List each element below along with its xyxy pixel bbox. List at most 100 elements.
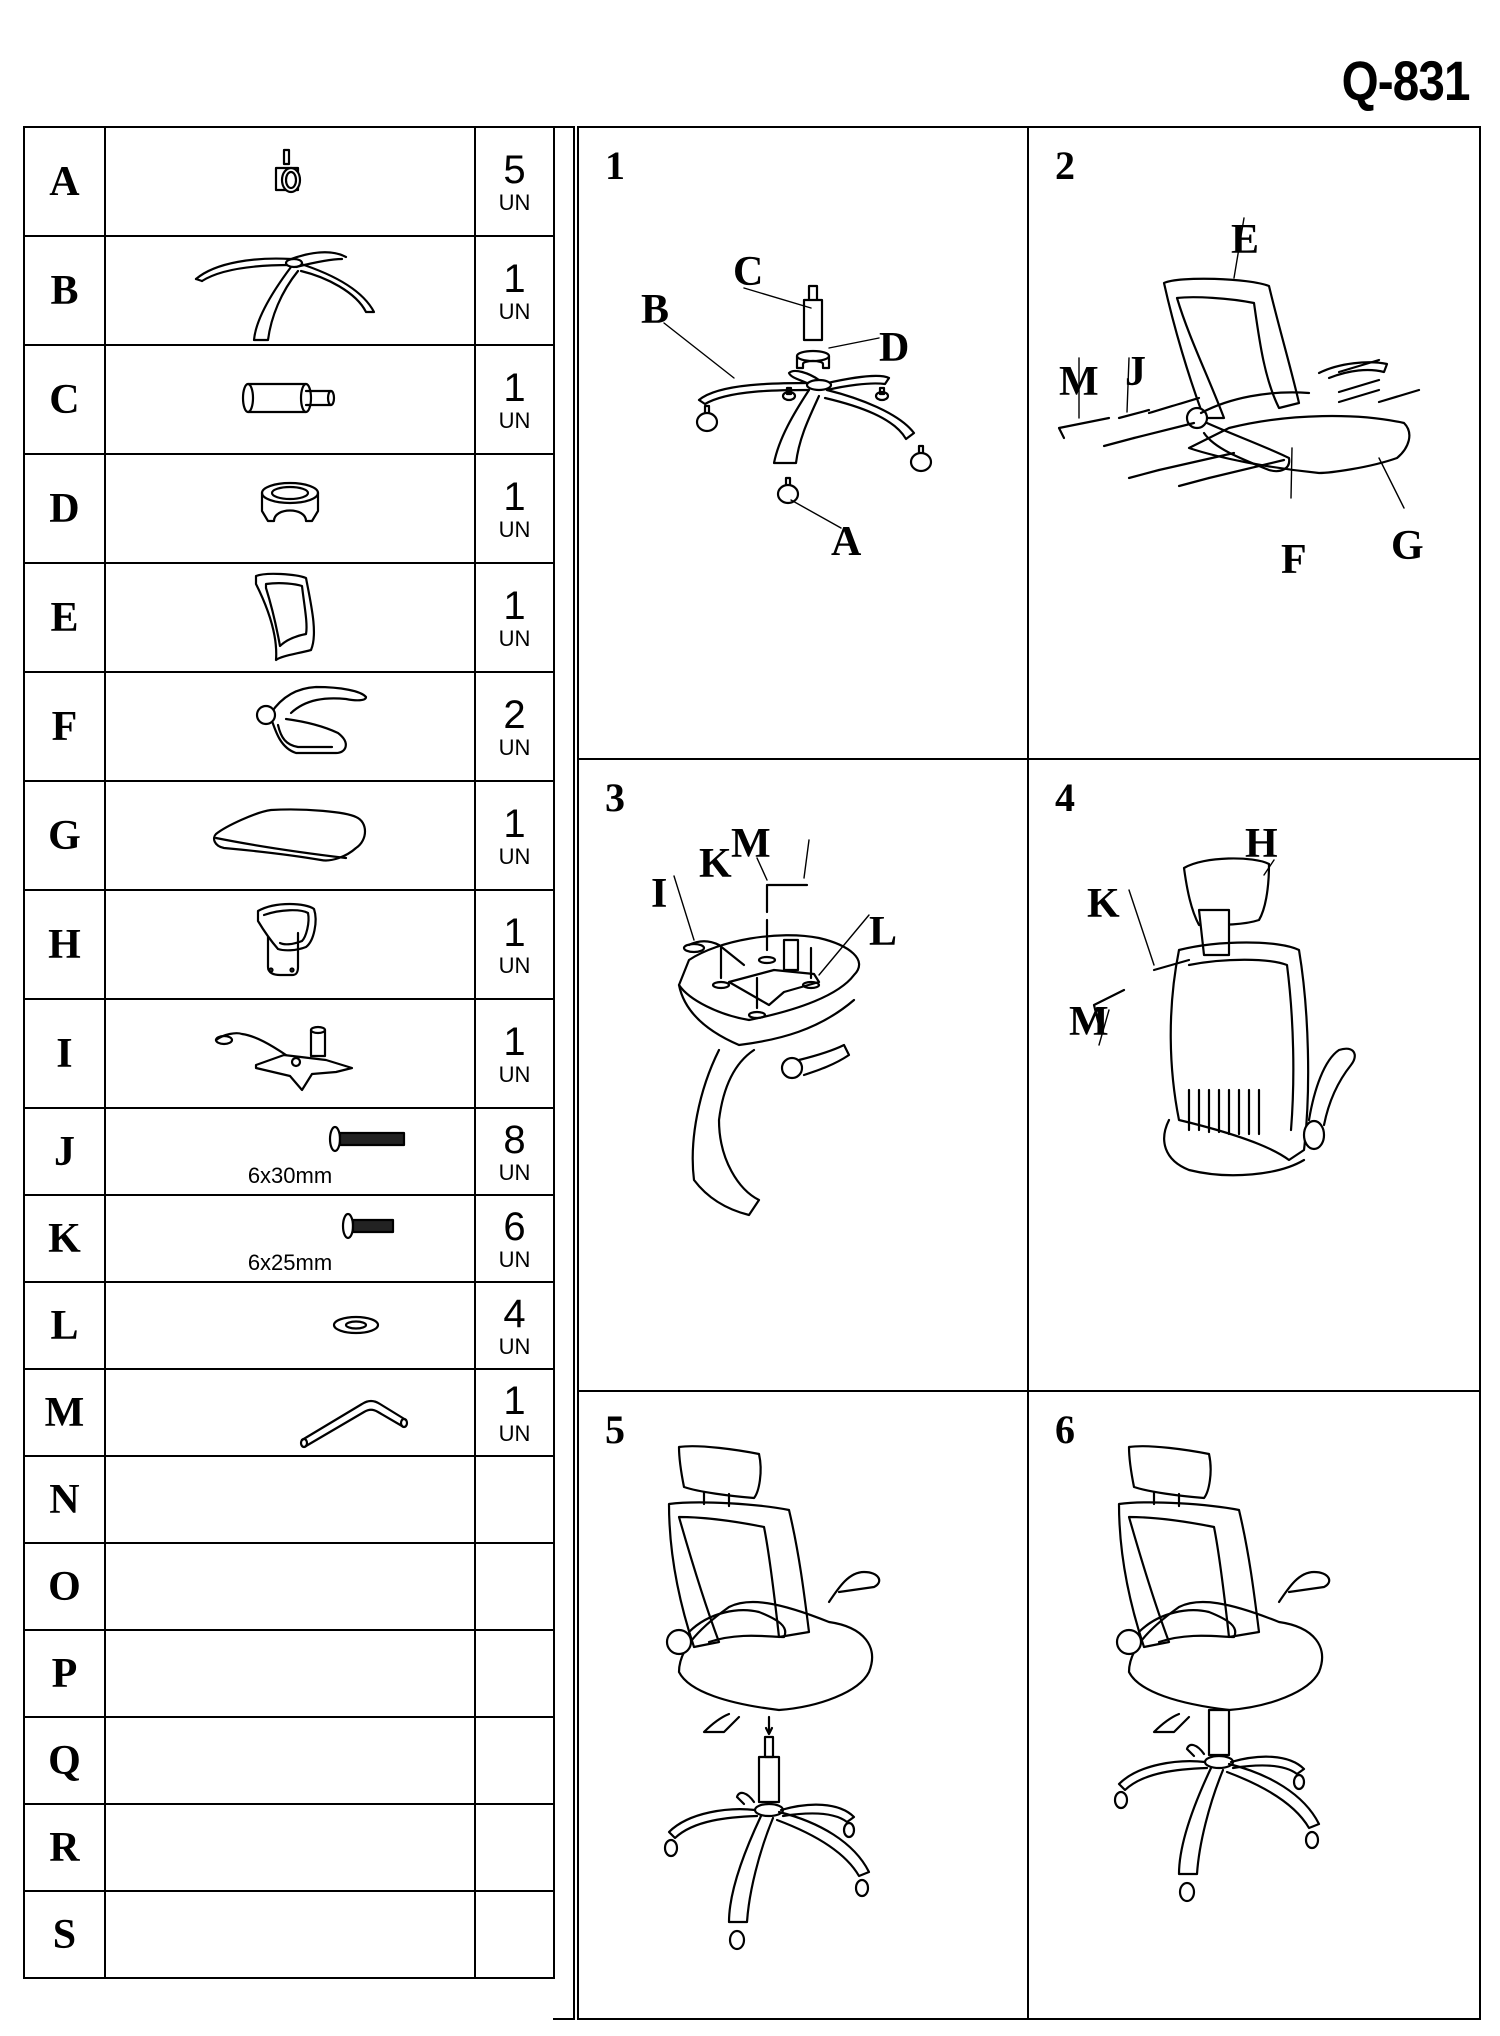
part-letter: Q	[23, 1716, 106, 1805]
five-star-base-icon	[194, 251, 376, 342]
part-letter: J	[23, 1107, 106, 1196]
tilt-mechanism-icon	[103, 998, 477, 1109]
callout-g: G	[1391, 523, 1424, 569]
callout-l: L	[869, 909, 898, 955]
part-qty	[474, 1716, 555, 1805]
callout-j: J	[1125, 349, 1146, 395]
callout-k: K	[1087, 881, 1120, 927]
mechanism-install-illustration	[673, 839, 870, 1217]
part-letter: D	[23, 453, 106, 564]
headrest-install-illustration	[1092, 857, 1356, 1177]
chair-on-base-illustration	[663, 1445, 881, 1951]
callout-m: M	[1059, 359, 1099, 405]
part-letter: G	[23, 780, 106, 891]
model-number: Q-831	[1341, 49, 1471, 112]
step-number: 3	[605, 775, 625, 820]
part-letter: A	[23, 126, 106, 237]
step-number: 2	[1055, 143, 1075, 188]
callout-f: F	[1281, 537, 1307, 583]
callout-e: E	[1231, 217, 1260, 263]
part-letter: L	[23, 1281, 106, 1370]
callout-m: M	[731, 821, 771, 867]
gas-lift-cylinder-icon	[103, 344, 477, 455]
bolt-short-icon	[341, 1212, 395, 1240]
washer-icon	[332, 1315, 380, 1335]
part-qty	[474, 1803, 555, 1892]
callout-i: I	[651, 871, 668, 917]
step-number: 1	[605, 143, 625, 188]
empty-part-cell	[103, 1455, 477, 1544]
part-row-q: Q	[23, 1716, 555, 1805]
part-letter: M	[23, 1368, 106, 1457]
empty-part-cell	[103, 1629, 477, 1718]
allen-key-icon	[299, 1399, 409, 1449]
step-number: 4	[1055, 775, 1075, 820]
empty-part-cell	[103, 1890, 477, 1979]
part-row-s: S	[23, 1890, 555, 1979]
step-number: 6	[1055, 1407, 1075, 1452]
callout-h: H	[1245, 821, 1278, 867]
step-5-panel: 5	[579, 1392, 1029, 2018]
callout-b: B	[641, 287, 670, 333]
part-letter: S	[23, 1890, 106, 1979]
table-gutter	[553, 126, 575, 2020]
part-letter: R	[23, 1803, 106, 1892]
cylinder-cover-icon	[260, 481, 320, 523]
five-star-base-icon	[103, 235, 477, 346]
part-qty	[474, 1629, 555, 1718]
empty-part-cell	[103, 1803, 477, 1892]
step-1-panel: 1	[579, 128, 1029, 760]
headrest-icon	[103, 889, 477, 1000]
callout-k: K	[699, 841, 732, 887]
cylinder-cover-icon	[103, 453, 477, 564]
seat-cushion-icon	[212, 808, 366, 862]
bolt-icon: 6x30mm	[103, 1107, 477, 1196]
armrest-icon	[255, 685, 368, 755]
callout-a: A	[831, 519, 862, 565]
callout-m: M	[1069, 999, 1109, 1045]
empty-part-cell	[103, 1716, 477, 1805]
part-letter: N	[23, 1455, 106, 1544]
part-row-n: N	[23, 1455, 555, 1544]
part-letter: P	[23, 1629, 106, 1718]
caster-wheel-icon	[274, 148, 302, 194]
part-row-o: O	[23, 1542, 555, 1631]
step-number: 5	[605, 1407, 625, 1452]
washer-icon	[103, 1281, 477, 1370]
bolt-icon: 6x25mm	[103, 1194, 477, 1283]
step-2-panel: 2	[1029, 128, 1479, 760]
bolt-spec: 6x25mm	[247, 1250, 333, 1275]
headrest-icon	[256, 902, 317, 977]
base-assembly-illustration	[663, 284, 933, 529]
part-letter: H	[23, 889, 106, 1000]
part-letter: O	[23, 1542, 106, 1631]
assembly-steps: 1	[577, 126, 1481, 2020]
tilt-mechanism-icon	[214, 1025, 354, 1092]
caster-wheel-icon	[103, 126, 477, 237]
callout-d: D	[879, 325, 910, 371]
completed-chair-illustration	[1113, 1445, 1331, 1903]
seat-back-armrest-illustration	[1057, 217, 1421, 509]
callout-c: C	[733, 249, 764, 295]
